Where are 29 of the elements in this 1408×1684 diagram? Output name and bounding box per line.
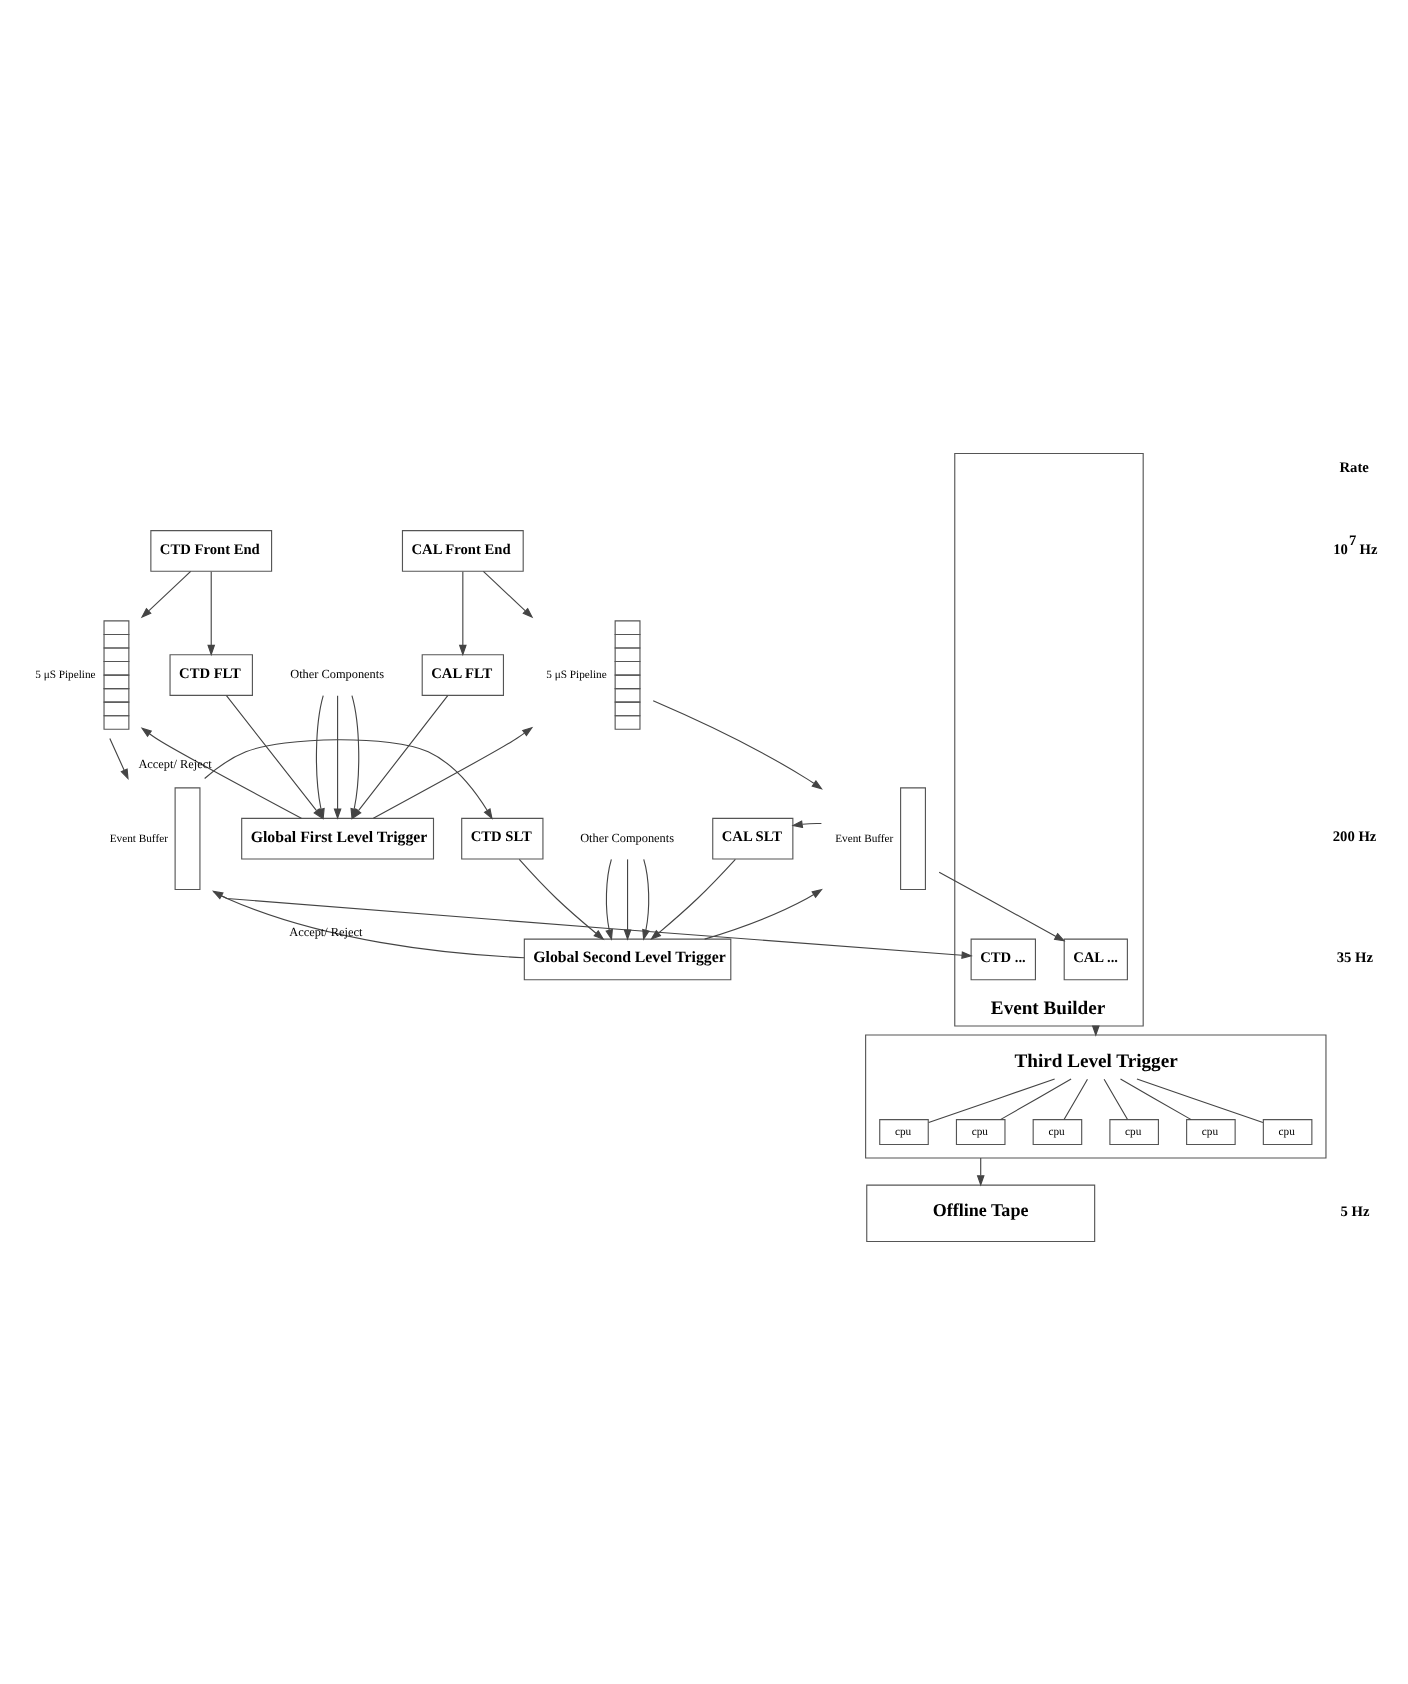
node-box — [174, 786, 201, 890]
node-box — [900, 786, 926, 890]
connector — [1063, 1077, 1089, 1119]
arrow — [518, 857, 605, 940]
arrow — [140, 726, 302, 818]
arrow — [109, 737, 129, 780]
arrow — [704, 887, 823, 939]
arrow — [207, 570, 216, 656]
arrow — [623, 857, 632, 940]
connector — [928, 1077, 1056, 1122]
arrow — [605, 857, 613, 940]
arrow — [791, 819, 822, 828]
arrow — [652, 699, 823, 789]
connector — [1103, 1077, 1128, 1119]
arrow — [482, 569, 534, 618]
arrow — [650, 857, 736, 940]
node-box: Global First Level Trigger — [241, 816, 435, 859]
connector — [1136, 1077, 1264, 1122]
node-box: Offline Tape — [866, 1183, 1096, 1242]
node-box: Global Second Level Trigger — [523, 937, 732, 980]
arrow — [140, 569, 192, 618]
connector — [1119, 1077, 1192, 1120]
connector — [999, 1077, 1072, 1120]
arrow — [213, 890, 973, 959]
arrow — [372, 725, 534, 818]
arrow — [458, 570, 467, 656]
arrow — [938, 870, 1066, 941]
arrow — [333, 694, 342, 819]
arrow — [212, 889, 525, 958]
